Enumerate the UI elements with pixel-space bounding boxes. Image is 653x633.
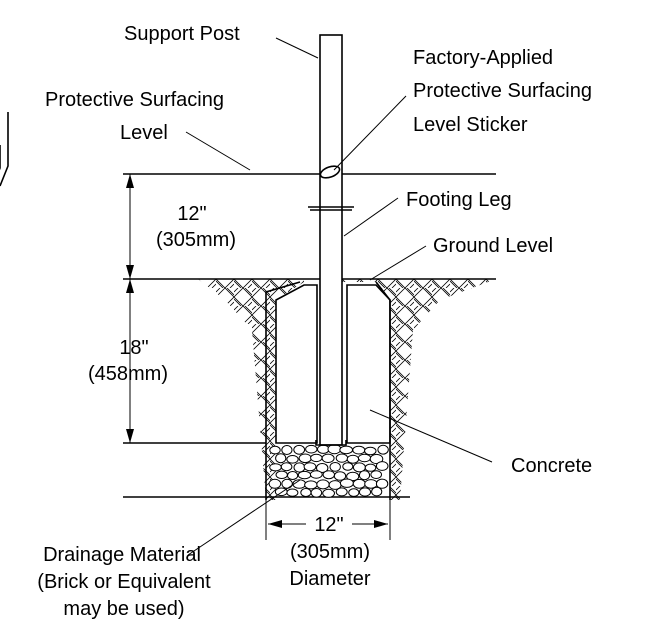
drainage-stone [309, 470, 323, 479]
drainage-stones [268, 444, 389, 498]
drainage-stone [371, 486, 383, 497]
drainage-stone [321, 453, 335, 463]
drainage-stone [281, 478, 293, 489]
drainage-stone [286, 488, 299, 497]
label-diameter-mm: (305mm) [290, 541, 370, 563]
label-drainage-3: may be used) [63, 598, 184, 620]
drainage-stone [370, 470, 383, 480]
label-sticker-1: Factory-Applied [413, 47, 553, 69]
dim-lower-arrow-top [126, 279, 134, 293]
leader-ground-level [369, 245, 427, 281]
drainage-stone [317, 444, 330, 454]
surfacing-sticker-mark [319, 165, 341, 179]
drainage-stone [316, 479, 330, 490]
drainage-stone [339, 445, 354, 455]
label-drainage-2: (Brick or Equivalent [37, 571, 211, 593]
dim-upper-arrow-top [126, 174, 134, 188]
drainage-stone [364, 446, 377, 456]
drainage-stone [333, 471, 347, 481]
label-sticker-3: Level Sticker [413, 114, 528, 136]
drainage-stone [305, 444, 318, 454]
label-upper-dim-inch: 12" [177, 203, 206, 225]
label-ground-level: Ground Level [433, 235, 553, 257]
drainage-stone [280, 462, 293, 472]
drainage-stone [352, 445, 366, 455]
drainage-stone [297, 470, 312, 480]
label-lower-dim-mm: (458mm) [88, 363, 168, 385]
drainage-stone [375, 478, 389, 489]
post-bottom [315, 440, 347, 446]
drainage-stone [327, 444, 342, 455]
leader-footing-leg [343, 197, 399, 237]
drainage-stone [286, 455, 299, 464]
drainage-stone [357, 453, 372, 463]
adjacent-component-edge [0, 112, 9, 187]
drainage-stone [310, 453, 323, 463]
drainage-stone [335, 453, 349, 463]
drainage-stone [316, 463, 329, 473]
drainage-stone [269, 463, 282, 472]
drainage-stone [303, 462, 317, 472]
label-surfacing-2: Level [120, 122, 168, 144]
drainage-stone [352, 478, 366, 489]
drainage-stone [275, 453, 287, 464]
drainage-stone [300, 488, 312, 497]
drainage-stone [339, 478, 354, 488]
drainage-stone [287, 471, 299, 480]
drainage-stone [293, 462, 306, 473]
label-upper-dim-mm: (305mm) [156, 229, 236, 251]
label-concrete: Concrete [511, 455, 592, 477]
dim-upper-arrow-bottom [126, 265, 134, 279]
drainage-stone [348, 488, 360, 497]
drainage-stone [335, 487, 348, 497]
label-surfacing-1: Protective Surfacing [45, 89, 224, 111]
label-diameter-word: Diameter [289, 568, 370, 590]
drainage-stone [364, 463, 377, 472]
drainage-stone [369, 453, 384, 465]
label-footing-leg: Footing Leg [406, 189, 512, 211]
drainage-stone [281, 445, 293, 455]
label-support-post: Support Post [124, 23, 240, 45]
drainage-stone [268, 478, 282, 489]
drainage-stone [293, 444, 306, 455]
leader-drainage [187, 479, 301, 556]
label-sticker-2: Protective Surfacing [413, 80, 592, 102]
dim-lower-arrow-bottom [126, 429, 134, 443]
drainage-stone [377, 444, 389, 455]
leader-concrete [369, 409, 493, 463]
drainage-stone [329, 462, 341, 472]
drainage-stone [304, 480, 318, 490]
drainage-stone [346, 454, 360, 464]
drainage-stone [358, 487, 372, 497]
support-post [319, 34, 343, 446]
drainage-stone [310, 488, 323, 498]
leader-surfacing [185, 131, 251, 171]
drainage-stone [322, 470, 335, 480]
dim-diameter-arrow-right [374, 520, 388, 528]
drainage-stone [322, 488, 336, 498]
drainage-stone [364, 479, 378, 489]
dim-diameter-arrow-left [268, 520, 282, 528]
leader-support-post [275, 37, 319, 59]
drainage-stone [375, 461, 389, 471]
leader-sticker [333, 95, 407, 171]
drainage-stone [358, 470, 371, 481]
drainage-stone [298, 453, 312, 464]
drainage-stone [342, 462, 354, 471]
drainage-stone [269, 445, 281, 455]
label-diameter-inch: 12" [314, 514, 343, 536]
drainage-stone [275, 470, 288, 479]
label-lower-dim-inch: 18" [119, 337, 148, 359]
soil-hatch [198, 279, 496, 500]
label-drainage-1: Drainage Material [43, 544, 201, 566]
